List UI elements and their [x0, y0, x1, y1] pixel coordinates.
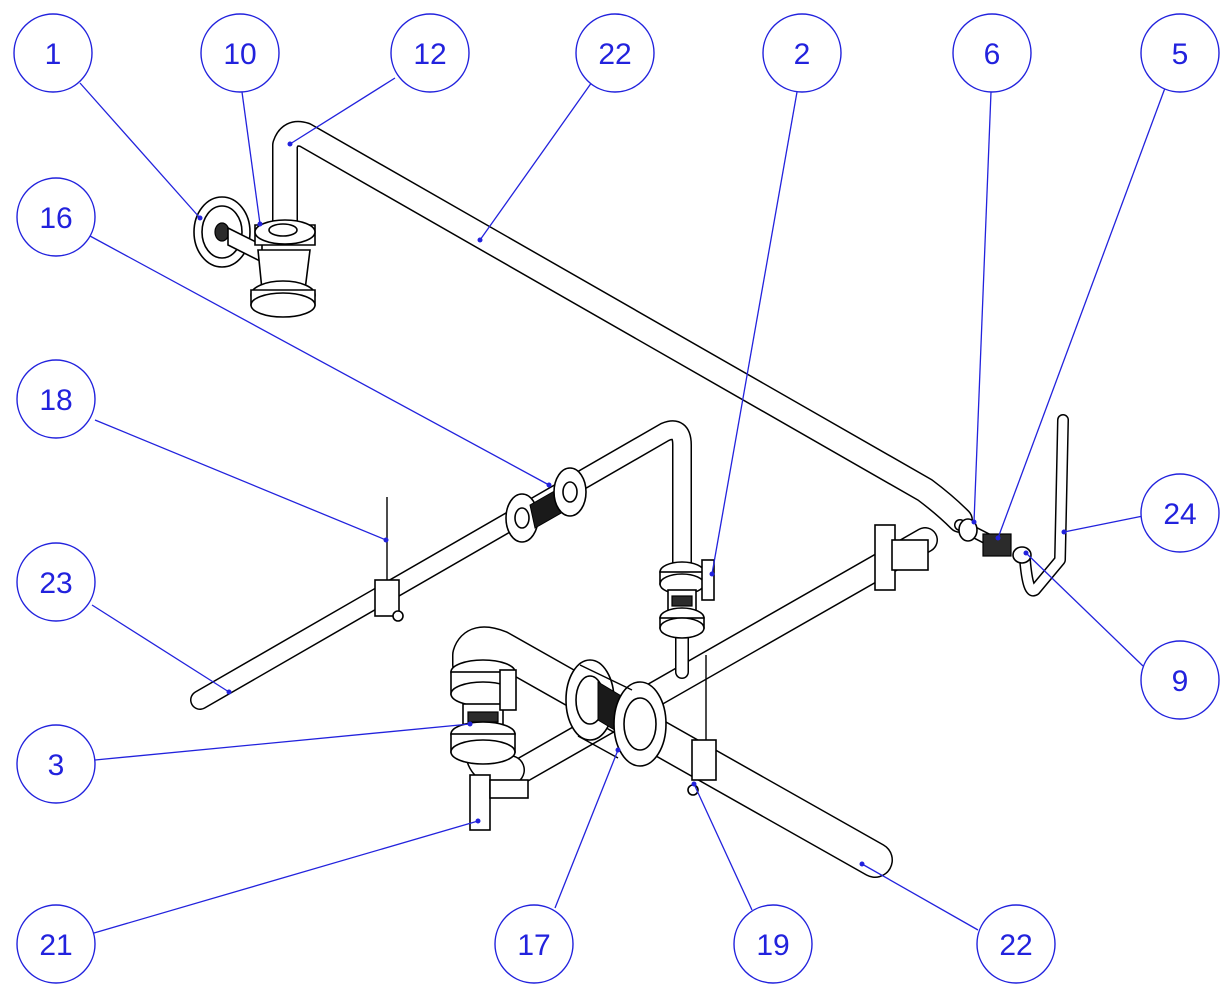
callout-23: 23 — [16, 542, 96, 622]
callout-22-top: 22 — [575, 13, 655, 93]
callout-22-bottom: 22 — [976, 904, 1056, 984]
callout-1: 1 — [13, 13, 93, 93]
callout-3: 3 — [16, 724, 96, 804]
svg-text:22: 22 — [598, 38, 631, 71]
leader-tips — [197, 141, 1067, 867]
svg-text:2: 2 — [794, 38, 811, 71]
trap-line — [954, 414, 1069, 597]
svg-text:19: 19 — [756, 929, 789, 962]
callout-12: 12 — [390, 13, 470, 93]
callouts: 1 10 12 22 2 6 5 16 — [13, 13, 1220, 984]
globe-valve-10 — [193, 196, 316, 318]
svg-text:23: 23 — [39, 567, 72, 600]
leader-lines — [79, 77, 1166, 934]
svg-text:1: 1 — [45, 38, 62, 71]
svg-text:3: 3 — [48, 749, 65, 782]
callout-18: 18 — [16, 359, 96, 439]
callout-24: 24 — [1140, 473, 1220, 553]
svg-text:12: 12 — [413, 38, 446, 71]
callout-9: 9 — [1140, 640, 1220, 720]
valve-3 — [450, 659, 517, 765]
callout-19: 19 — [733, 904, 813, 984]
svg-text:21: 21 — [39, 929, 72, 962]
svg-text:22: 22 — [999, 929, 1032, 962]
valve-2 — [659, 559, 715, 639]
callout-10: 10 — [200, 13, 280, 93]
svg-text:24: 24 — [1163, 498, 1196, 531]
svg-text:10: 10 — [223, 38, 256, 71]
svg-text:16: 16 — [39, 202, 72, 235]
svg-text:9: 9 — [1172, 665, 1189, 698]
expansion-joint-17 — [565, 659, 667, 767]
svg-text:18: 18 — [39, 384, 72, 417]
svg-text:6: 6 — [984, 38, 1001, 71]
callout-5: 5 — [1140, 13, 1220, 93]
callout-17: 17 — [494, 904, 574, 984]
callout-21: 21 — [16, 904, 96, 984]
callout-16: 16 — [16, 177, 96, 257]
svg-text:17: 17 — [517, 929, 550, 962]
svg-text:5: 5 — [1172, 38, 1189, 71]
expansion-joint-16 — [505, 467, 587, 543]
callout-2: 2 — [762, 13, 842, 93]
pipe-network — [190, 120, 1069, 878]
callout-6: 6 — [952, 13, 1032, 93]
